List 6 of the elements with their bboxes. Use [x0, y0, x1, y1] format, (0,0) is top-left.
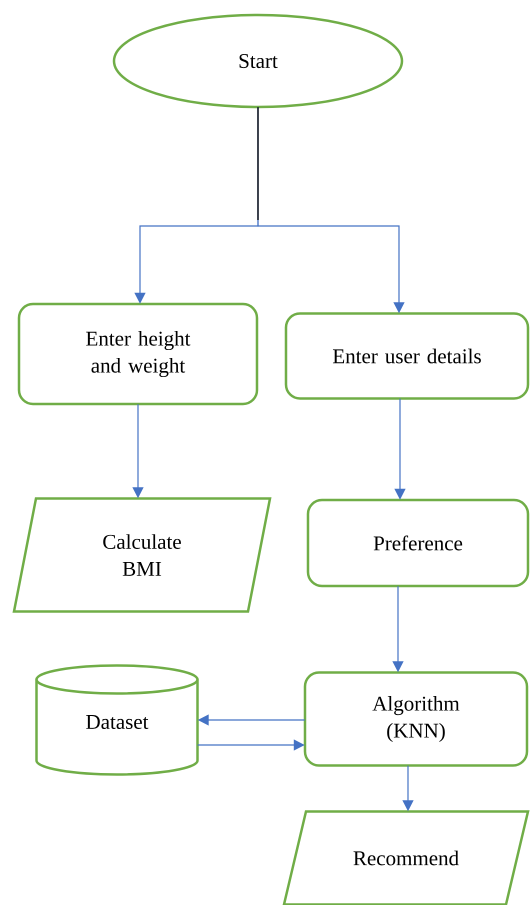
database-cylinder: Dataset: [35, 664, 199, 776]
node-label: Dataset: [86, 715, 148, 729]
process-box: Enter user details: [284, 312, 530, 400]
process-box: Enter height and weight: [18, 302, 258, 406]
process-box: Algorithm (KNN): [304, 671, 528, 767]
process-box: Preference: [306, 498, 530, 588]
